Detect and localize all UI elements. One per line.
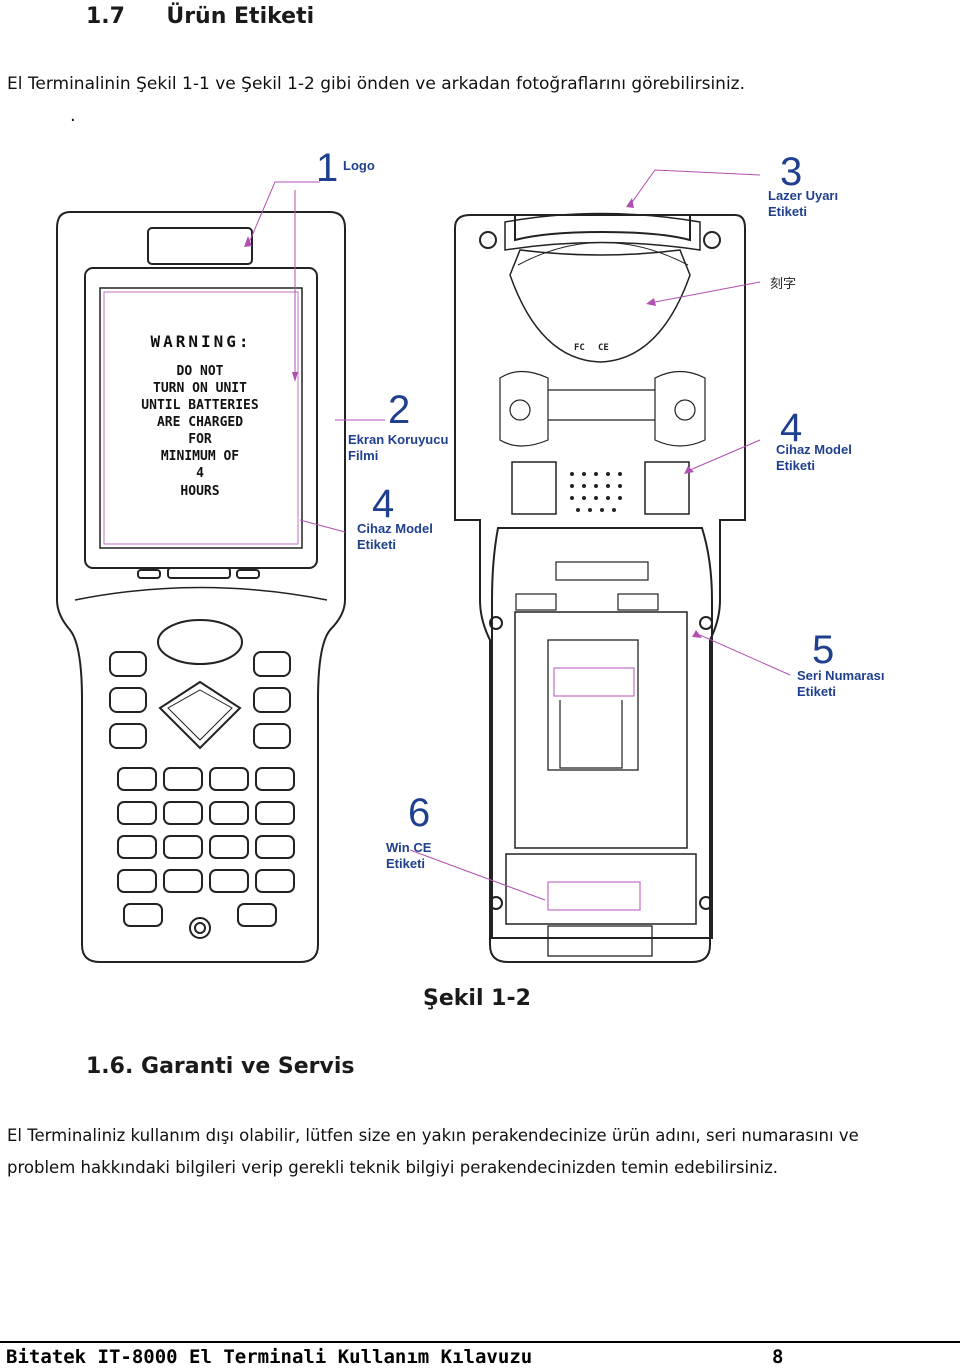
footer-rule	[0, 1341, 960, 1343]
laser-label-area	[509, 249, 691, 363]
front-device-outline	[56, 211, 346, 963]
figure-caption: Şekil 1-2	[423, 986, 531, 1011]
callout-number: 3	[780, 150, 803, 194]
battery-door	[491, 527, 713, 939]
callout-label: Cihaz Model Etiketi	[357, 521, 433, 552]
warning-line: WARNING:	[150, 332, 251, 351]
warning-line: ARE CHARGED	[157, 415, 243, 430]
paragraph-line: El Terminaliniz kullanım dışı olabilir, …	[7, 1126, 859, 1145]
scanner-window	[514, 214, 691, 242]
callout-number: 5	[812, 628, 835, 672]
callout-number: 4	[780, 406, 803, 450]
number-keys	[117, 767, 295, 927]
back-device-outline	[454, 214, 746, 963]
warning-line: DO NOT	[177, 364, 224, 379]
section-number: 1.6.	[86, 1054, 134, 1079]
warning-line: 4	[196, 466, 204, 481]
power-button	[189, 917, 211, 939]
callout-number: 2	[388, 388, 411, 432]
section-heading: 1.6. Garanti ve Servis	[86, 1054, 355, 1079]
callout-label: Win CE Etiketi	[386, 840, 432, 871]
callout-label: Logo	[343, 158, 375, 173]
footer-page-number: 8	[772, 1346, 784, 1368]
engraving-label: 刻字	[770, 276, 797, 291]
warning-line: TURN ON UNIT	[153, 381, 247, 396]
intro-dot: .	[70, 105, 76, 126]
dpad	[158, 680, 242, 750]
callout-label: Lazer Uyarı Etiketi	[768, 188, 839, 219]
callout-label: Cihaz Model Etiketi	[776, 442, 852, 473]
heading-title: Ürün Etiketi	[166, 4, 315, 29]
warning-line: UNTIL BATTERIES	[141, 398, 259, 413]
screen-warning: WARNING: DO NOT TURN ON UNIT UNTIL BATTE…	[141, 332, 259, 499]
warning-line: HOURS	[180, 484, 219, 499]
footer-title: Bitatek IT-8000 El Terminali Kullanım Kı…	[6, 1346, 533, 1368]
callout-number: 6	[408, 791, 431, 835]
callout-label: Ekran Koruyucu Filmi	[348, 432, 449, 463]
callout-number: 4	[372, 482, 395, 526]
section-title: Garanti ve Servis	[141, 1054, 355, 1079]
screen	[99, 287, 303, 549]
callout-number: 1	[316, 146, 339, 190]
page-heading: 1.7 Ürün Etiketi	[86, 4, 314, 29]
keypad-oval	[157, 619, 243, 665]
svg-text:CE: CE	[598, 343, 609, 353]
logo-area	[147, 227, 253, 265]
device-figure: WARNING: DO NOT TURN ON UNIT UNTIL BATTE…	[56, 169, 791, 963]
intro-text: El Terminalinin Şekil 1-1 ve Şekil 1-2 g…	[7, 74, 745, 94]
svg-text:FC: FC	[574, 343, 585, 353]
heading-number: 1.7	[86, 4, 125, 29]
warning-line: MINIMUM OF	[161, 449, 239, 464]
warning-line: FOR	[188, 432, 212, 447]
paragraph-line: problem hakkındaki bilgileri verip gerek…	[7, 1158, 779, 1177]
callout-label: Seri Numarası Etiketi	[797, 668, 885, 699]
paragraph: El Terminaliniz kullanım dışı olabilir, …	[7, 1120, 957, 1184]
